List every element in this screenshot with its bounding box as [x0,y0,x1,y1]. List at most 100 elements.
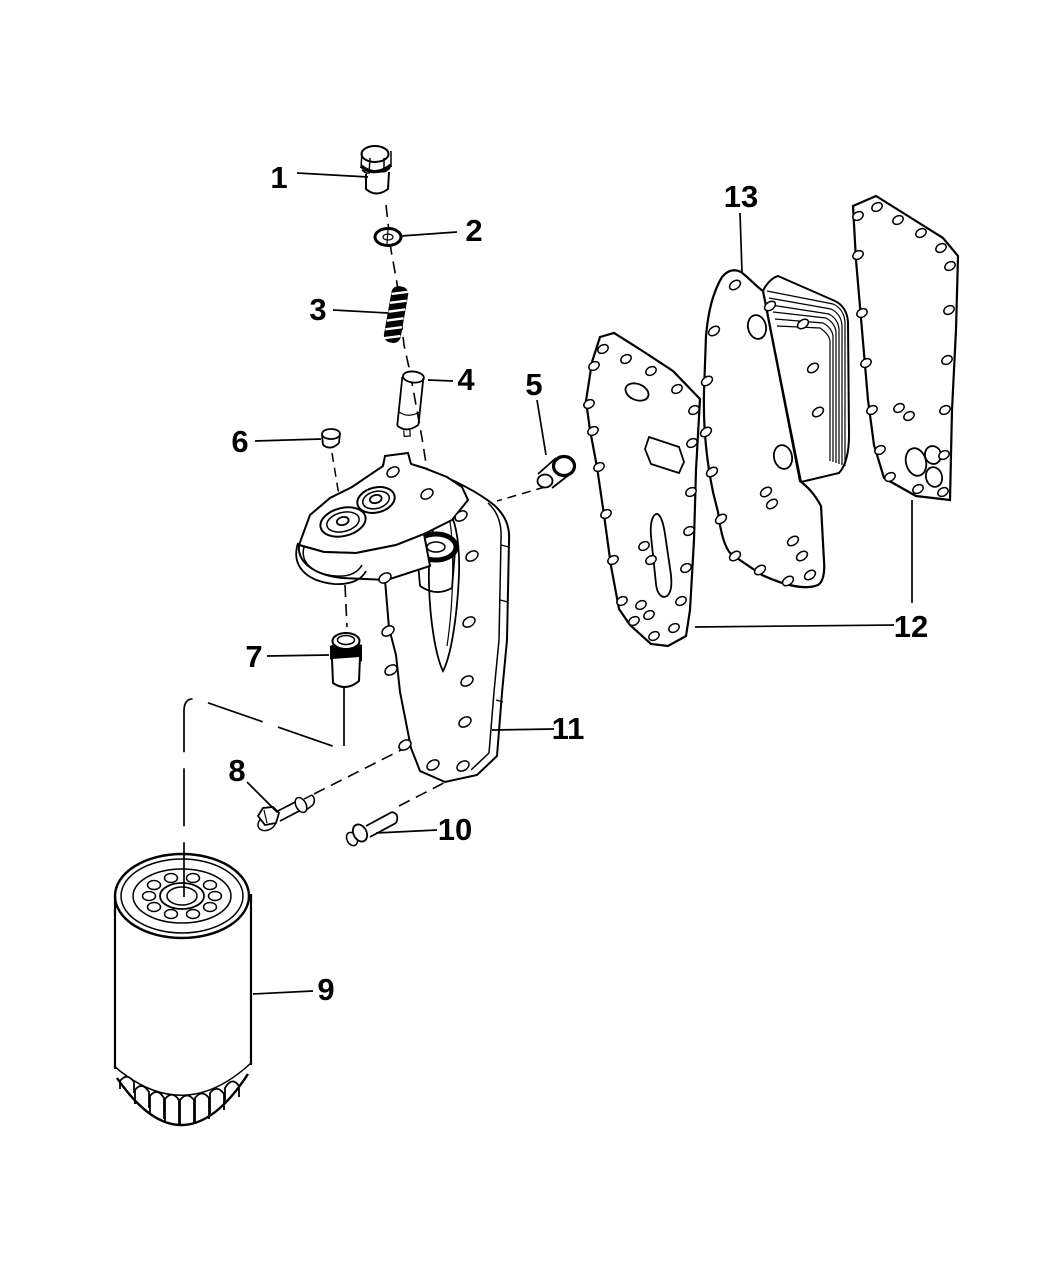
callout-9-label[interactable]: 9 [317,972,334,1007]
part-6-plug [321,428,341,449]
callout-4-leader [427,379,454,382]
housing-flange-inner-arc [302,546,363,577]
spring-coil-gaps [383,290,409,340]
cooler-port-upper [746,314,768,340]
callout-5-leader [536,399,547,456]
part-12-gasket-left [583,331,702,648]
callout-9-leader [252,990,314,995]
gasket-left-bolt-holes [583,343,700,642]
plug-collar [359,163,393,174]
filter-top-rim [113,852,251,940]
fitting-5-centerline [496,486,546,502]
callout-6-leader [254,438,322,442]
housing-bracket-front-face [297,532,432,582]
plunger-top [402,370,425,384]
callout-7: 7 [245,639,330,674]
callout-6: 6 [231,424,322,459]
callout-2-leader [400,231,458,237]
cooler-stack-silhouette [761,274,851,484]
part-2-washer [373,227,403,247]
callout-4: 4 [427,362,475,397]
callout-13-leader [739,212,743,273]
filter-flutes [119,1075,240,1125]
callout-1-label[interactable]: 1 [270,160,287,195]
housing-boss-right [356,486,396,514]
callout-12: 12 [694,500,928,644]
callout-1-leader [296,172,369,178]
filter-top-hole-ring [141,872,223,920]
callout-1: 1 [270,160,369,195]
stud-nut [351,823,369,843]
part-10-stud [345,811,399,847]
callout-2: 2 [400,213,483,248]
callout-5: 5 [525,367,547,456]
housing-bolt-holes [378,466,479,772]
cooler-port-lower [772,444,794,470]
gasket-left-outline [584,331,702,648]
callout-13-label[interactable]: 13 [724,179,758,214]
valve-axis-centerline [385,204,438,534]
plug6-top [321,428,341,440]
part-5-fitting [536,454,577,489]
callout-11: 11 [491,711,585,746]
connector-top-inner [336,634,356,646]
connector-body [331,656,361,688]
part-7-connector [330,632,362,688]
cooler-bolt-holes [699,279,825,587]
callout-6-label[interactable]: 6 [231,424,248,459]
callout-11-label[interactable]: 11 [552,711,585,746]
callout-8-label[interactable]: 8 [228,753,245,788]
connector-to-filter-centerline [183,688,345,897]
part-9-oil-filter [113,688,345,1127]
part-3-spring [383,286,409,343]
gasket-left-port-rect [644,435,685,475]
callouts: 1 2 3 4 5 6 7 8 [228,160,928,1007]
gasket-right-bolt-holes [852,201,956,498]
gasket-right-port-b [924,466,944,488]
callout-7-label[interactable]: 7 [245,639,262,674]
plug-body [365,171,390,195]
cooler-front-plate [702,269,826,589]
part-8-bolt [256,794,316,832]
housing-step-line [470,752,490,771]
filter-silhouette [114,872,251,1124]
part-11-adapter-housing [295,451,511,784]
part-1-hex-plug [359,145,393,195]
callout-3-label[interactable]: 3 [309,292,326,327]
fitting-ring [551,454,577,478]
housing-boss-left [319,506,367,538]
callout-5-label[interactable]: 5 [525,367,542,402]
callout-12-label[interactable]: 12 [894,609,928,644]
connector-7-centerline [344,584,348,628]
cooler-stack-plate-edges [766,290,846,466]
part-4-valve-plunger [396,370,425,438]
callout-10-label[interactable]: 10 [438,812,472,847]
gasket-right-outline [851,194,960,502]
gasket-left-slot [649,513,673,598]
callout-8-leader [246,781,278,813]
bolt-8-centerline [313,747,406,795]
housing-flange-outer-arc [295,542,367,585]
callout-9: 9 [252,972,335,1007]
filter-skirt-bottom-arc [116,1073,250,1127]
callout-12-leader-left [694,624,895,628]
callout-10: 10 [375,812,472,847]
callout-3: 3 [309,292,389,327]
part-13-oil-cooler-core [699,269,851,589]
callout-2-label[interactable]: 2 [465,213,482,248]
bolt-collar [294,796,308,814]
callout-13: 13 [724,179,758,273]
gasket-left-port-oval [624,382,650,402]
housing-chamfer-ticks [495,544,510,703]
bolt-head [256,806,281,826]
callout-4-label[interactable]: 4 [457,362,475,397]
callout-8: 8 [228,753,278,813]
callout-10-leader [375,829,438,834]
housing-right-face-contour [487,502,502,754]
callout-11-leader [491,728,555,731]
callout-7-leader [266,654,330,657]
part-12-gasket-right [851,194,960,502]
callout-3-leader [332,309,389,314]
